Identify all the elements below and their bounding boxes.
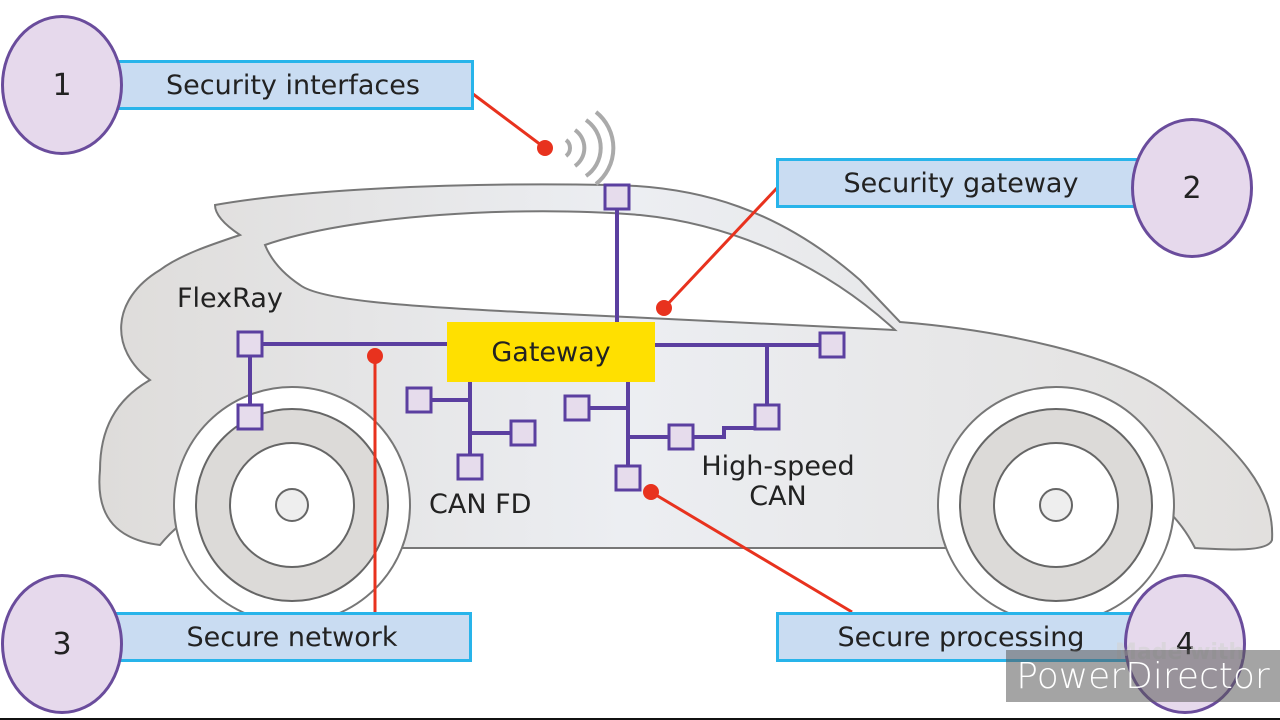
ecu-node [603,183,631,211]
high-speed-can-label: High-speed CAN [700,452,856,511]
high-speed-can-line2: CAN [749,480,807,512]
can-fd-label: CAN FD [429,489,532,520]
ecu-node [614,464,642,492]
callout-secure-network: Secure network [112,612,472,662]
flexray-label: FlexRay [177,283,283,314]
ecu-node [667,423,695,451]
callout-label: Secure processing [837,621,1085,653]
callout-number: 3 [52,626,72,662]
high-speed-can-line1: High-speed [701,451,855,482]
car-window [263,210,898,332]
ecu-nodes [236,183,846,492]
ecu-node [753,403,781,431]
callout-number: 1 [52,67,72,103]
ecu-node [818,331,846,359]
callout-secure-processing: Secure processing [776,612,1146,662]
callout-badge-2: 2 [1131,118,1253,258]
rear-wheel [173,386,411,624]
ecu-node [456,453,484,481]
watermark-powerdirector: PowerDirector [1006,650,1280,702]
callout-badge-1: 1 [1,15,123,155]
ecu-node [563,394,591,422]
gateway-label: Gateway [491,336,611,368]
bottom-border [0,718,1280,720]
callout-number: 2 [1182,170,1202,206]
callout-pointers [367,92,853,614]
front-wheel [937,386,1175,624]
gateway-block: Gateway [447,322,655,382]
callout-label: Secure network [186,621,398,653]
callout-badge-3: 3 [1,574,123,714]
ecu-node [236,330,264,358]
callout-security-gateway: Security gateway [776,158,1146,208]
callout-security-interfaces: Security interfaces [112,60,474,110]
callout-label: Security gateway [843,167,1079,199]
ecu-node [509,419,537,447]
wireless-signal-icon [564,110,616,186]
callout-label: Security interfaces [166,69,420,101]
ecu-node [405,386,433,414]
ecu-node [236,403,264,431]
